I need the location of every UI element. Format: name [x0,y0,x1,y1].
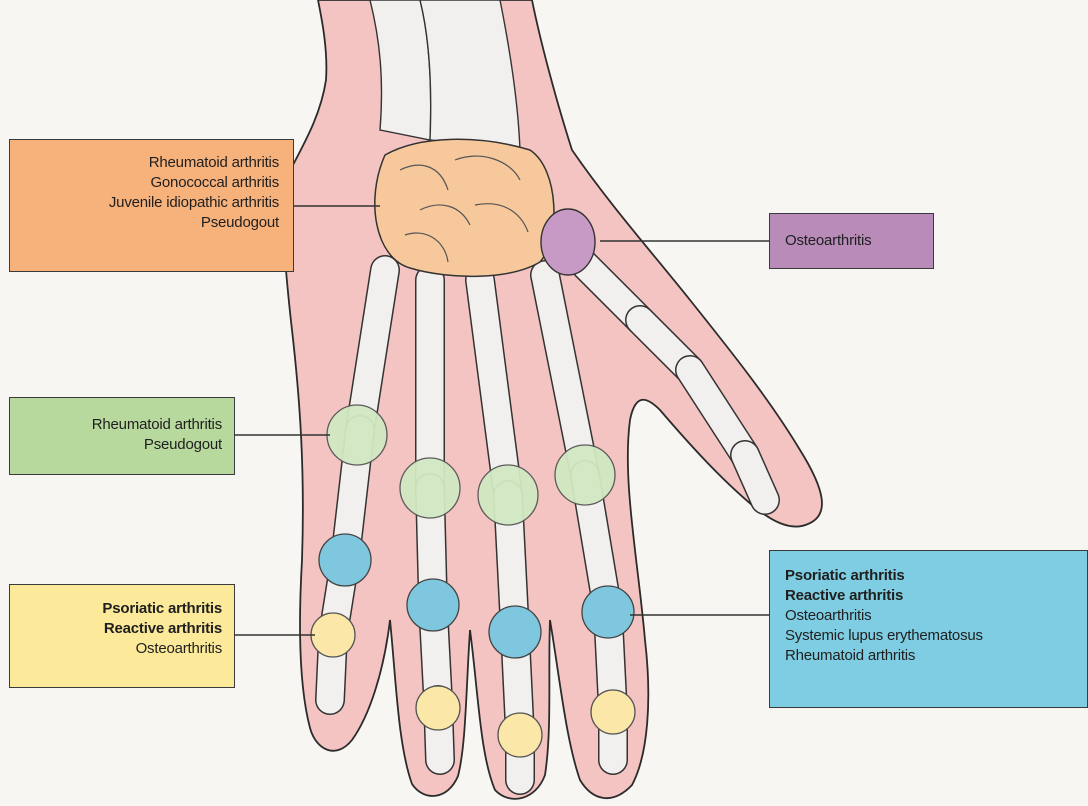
thumb-cmc-joint [541,209,595,275]
wrist-callout-box: Rheumatoid arthritis Gonococcal arthriti… [9,139,294,272]
dip-callout-box: Psoriatic arthritis Reactive arthritis O… [769,550,1088,708]
callout-line: Reactive arthritis [10,619,222,639]
thumb-cmc-callout-box: Osteoarthritis [769,213,934,269]
thumb-bone [745,455,765,500]
callout-line: Rheumatoid arthritis [10,415,222,435]
yellow-joint [498,713,542,757]
callout-line: Pseudogout [10,435,222,455]
yellow-joint [416,686,460,730]
blue-joint [489,606,541,658]
callout-line: Juvenile idiopathic arthritis [10,193,279,213]
callout-line: Pseudogout [10,213,279,233]
callout-line: Gonococcal arthritis [10,173,279,193]
callout-line: Osteoarthritis [10,639,222,659]
blue-joint [582,586,634,638]
pip-callout-box: Psoriatic arthritis Reactive arthritis O… [9,584,235,688]
blue-joint [319,534,371,586]
mcp-joint [555,445,615,505]
callout-line: Osteoarthritis [785,606,1087,626]
callout-line: Reactive arthritis [785,586,1087,606]
callout-line: Psoriatic arthritis [10,599,222,619]
mcp-joint [327,405,387,465]
radius-bone [420,0,520,150]
callout-line: Psoriatic arthritis [785,566,1087,586]
yellow-joint [591,690,635,734]
mcp-joint [400,458,460,518]
mcp-callout-box: Rheumatoid arthritis Pseudogout [9,397,235,475]
callout-line: Systemic lupus erythematosus [785,626,1087,646]
callout-line: Rheumatoid arthritis [10,153,279,173]
callout-line: Rheumatoid arthritis [785,646,1087,666]
mcp-joint [478,465,538,525]
carpal-bones [375,139,554,276]
callout-line: Osteoarthritis [785,231,933,251]
yellow-joint [311,613,355,657]
blue-joint [407,579,459,631]
